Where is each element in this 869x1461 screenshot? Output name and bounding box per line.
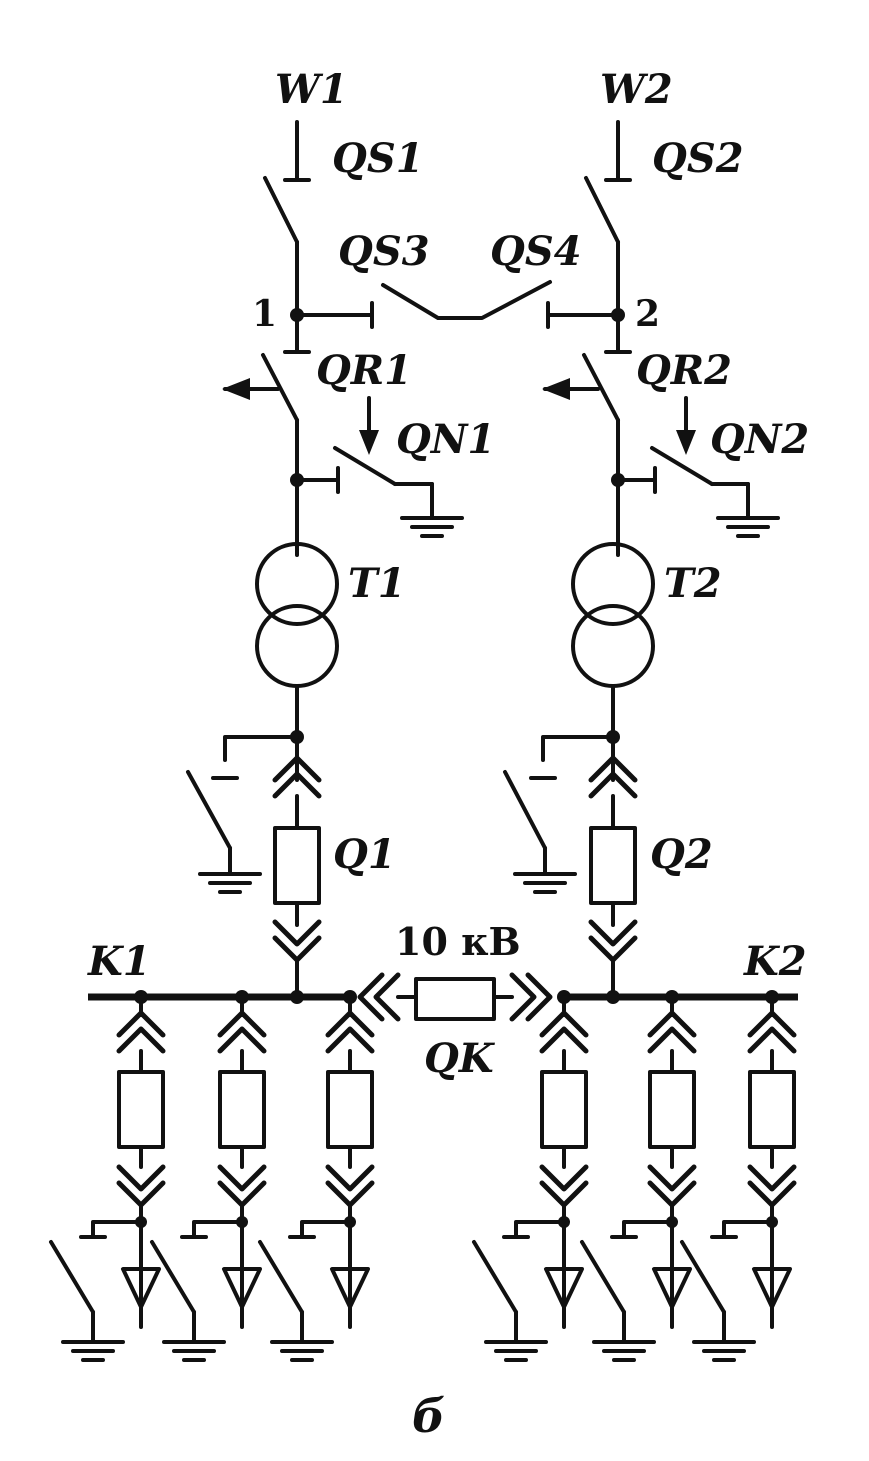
label-k1: K1 [87, 938, 151, 985]
feeders-k1 [51, 990, 372, 1360]
label-qk: QK [424, 1035, 496, 1082]
label-t1: T1 [348, 560, 406, 607]
feeder-k1-1 [51, 997, 163, 1360]
label-t2: T2 [664, 560, 722, 607]
label-q1: Q1 [333, 831, 396, 878]
feeder-k2-3 [682, 997, 794, 1360]
label-node-1: 1 [252, 293, 277, 335]
label-qs4: QS4 [490, 228, 582, 275]
label-qn2: QN2 [710, 416, 809, 463]
bridge-jumper [381, 280, 552, 320]
incomer-left [186, 120, 464, 999]
label-k2: K2 [743, 938, 807, 985]
label-voltage: 10 кВ [395, 919, 521, 964]
bus-coupler-qk [357, 972, 553, 1022]
label-qn1: QN1 [396, 416, 495, 463]
label-qs1: QS1 [332, 135, 424, 182]
feeder-k1-2 [152, 997, 264, 1360]
label-qr2: QR2 [636, 347, 732, 394]
label-w2: W2 [600, 66, 673, 113]
label-q2: Q2 [650, 831, 713, 878]
label-qr1: QR1 [316, 347, 412, 394]
feeder-k1-3 [260, 997, 372, 1360]
label-w1: W1 [275, 66, 348, 113]
figure-caption: б [412, 1389, 445, 1443]
incomer-right [503, 120, 780, 999]
label-qs2: QS2 [652, 135, 744, 182]
label-qs3: QS3 [338, 228, 430, 275]
feeders-k2 [474, 990, 794, 1360]
label-node-2: 2 [635, 293, 660, 335]
feeder-k2-2 [582, 997, 694, 1360]
